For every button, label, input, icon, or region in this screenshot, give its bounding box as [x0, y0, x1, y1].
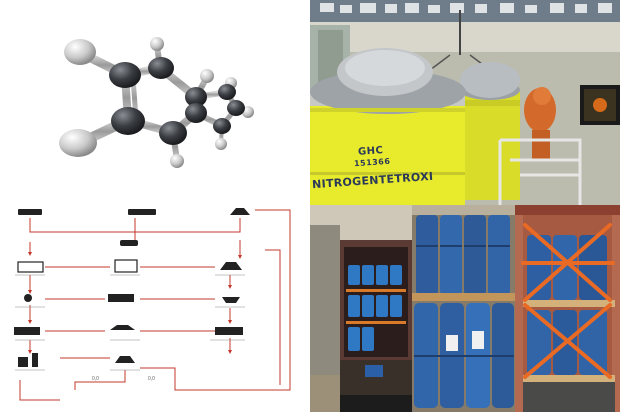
forklift-icon	[24, 294, 32, 302]
logistics-flowchart: 0,0 0,0	[0, 200, 310, 412]
plane-icon	[110, 325, 135, 330]
truck-icon	[215, 327, 243, 335]
truck-icon	[128, 209, 156, 215]
cylinder-icon	[32, 353, 38, 367]
truck-icon	[18, 209, 42, 215]
ship-icon	[220, 262, 242, 270]
boat-icon	[115, 356, 135, 363]
flow-note-right: 0,0	[148, 376, 155, 382]
tank-drums-photo: GHC 151366 NITROGENTETROXI	[310, 0, 620, 205]
drum-icon	[120, 240, 138, 246]
blue-drums-photo	[412, 205, 515, 412]
container-icon	[114, 259, 138, 273]
molecule-model-image	[0, 0, 310, 200]
drum-code-label: GHC	[357, 145, 384, 158]
strapped-drums-photo	[515, 205, 620, 412]
container-truck-photo	[310, 205, 412, 412]
ship-icon	[230, 208, 250, 215]
container-icon	[17, 261, 44, 273]
plane-icon	[222, 297, 240, 303]
barrel-icon	[18, 357, 28, 367]
flow-note-left: 0,0	[92, 376, 99, 382]
train-icon	[14, 327, 40, 335]
truck-icon	[108, 294, 134, 302]
